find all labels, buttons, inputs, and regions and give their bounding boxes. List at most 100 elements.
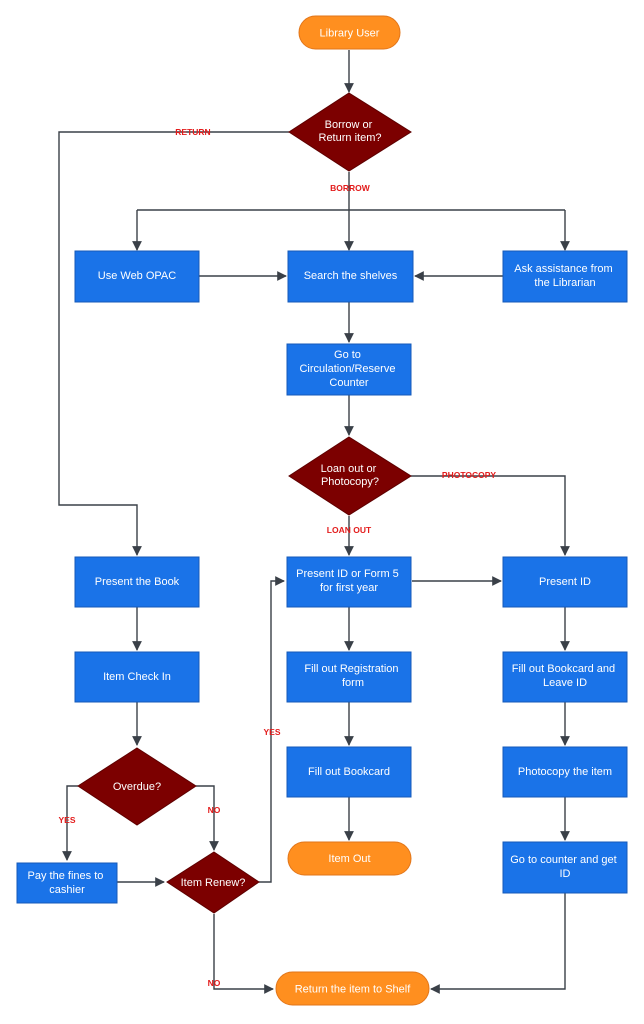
node-label: Ask assistance from the Librarian (514, 263, 615, 289)
process-ask-librarian: Ask assistance from the Librarian (502, 250, 628, 303)
edge-labels: RETURN BORROW PHOTOCOPY LOAN OUT YES NO … (58, 127, 496, 988)
node-label: Fill out Bookcard (308, 766, 390, 778)
process-shape (74, 556, 200, 608)
node-label-line: Present ID or Form 5 (296, 568, 399, 580)
process-fill-bookcard: Fill out Bookcard (286, 746, 412, 798)
process-present-id-form5: Present ID or Form 5 for first year (286, 556, 412, 608)
process-counter-get-id: Go to counter and get ID (502, 841, 628, 894)
node-label-line: Present ID (539, 576, 591, 588)
edge-label-return: RETURN (175, 127, 210, 137)
process-present-id: Present ID (502, 556, 628, 608)
node-label: Present ID (539, 576, 591, 588)
node-label: Fill out Registration form (304, 663, 401, 689)
process-shape (286, 343, 412, 396)
node-label-line: Loan out or (321, 463, 377, 475)
node-label: Loan out or Photocopy? (321, 463, 380, 488)
process-use-web-opac: Use Web OPAC (74, 250, 200, 303)
process-pay-fines: Pay the fines to cashier (16, 862, 118, 904)
node-label: Return the item to Shelf (295, 984, 412, 996)
process-bookcard-leave-id: Fill out Bookcard and Leave ID (502, 651, 628, 703)
node-label-line: Library User (320, 28, 380, 40)
node-label: Item Out (328, 853, 370, 865)
decision-shape (288, 436, 412, 516)
node-label-line: Go to (334, 349, 361, 361)
node-label: Pay the fines to cashier (28, 870, 107, 896)
decision-loan-or-photocopy: Loan out or Photocopy? (288, 436, 412, 516)
node-label-line: Go to counter and get (510, 854, 616, 866)
node-label-line: Fill out Bookcard (308, 766, 390, 778)
node-label-line: Item Out (328, 853, 370, 865)
edge-label-no-renew: NO (208, 978, 221, 988)
terminal-shape (298, 15, 401, 50)
node-label-line: Photocopy the item (518, 766, 612, 778)
node-label-line: Borrow or (325, 119, 373, 131)
edges (58, 50, 570, 994)
process-registration-form: Fill out Registration form (286, 651, 412, 703)
edge-label-yes-fines: YES (58, 815, 75, 825)
process-photocopy-item: Photocopy the item (502, 746, 628, 798)
node-label-line: Photocopy? (321, 476, 379, 488)
node-label-line: form (342, 677, 364, 689)
terminal-shape (275, 971, 430, 1006)
node-label: Present ID or Form 5 for first year (296, 568, 402, 594)
node-label: Item Renew? (181, 877, 246, 889)
edge-label-no-overdue: NO (208, 805, 221, 815)
node-label-line: Fill out Registration (304, 663, 398, 675)
node-label-line: Pay the fines to (28, 870, 104, 882)
edge-overdue-yes-to-fines (62, 785, 78, 861)
edge-label-yes-renew: YES (263, 727, 280, 737)
node-label-line: for first year (320, 582, 378, 594)
node-label-line: Leave ID (543, 677, 587, 689)
edge-renew-no-to-shelf (213, 914, 274, 994)
decision-item-renew: Item Renew? (166, 851, 260, 914)
edge-label-photocopy: PHOTOCOPY (442, 470, 496, 480)
edge-label-borrow: BORROW (330, 183, 371, 193)
edge-photocopy-to-present-id (411, 475, 570, 556)
node-label: Search the shelves (304, 270, 398, 282)
node-label-line: Overdue? (113, 781, 161, 793)
process-shape (16, 862, 118, 904)
node-label-line: Counter (329, 377, 368, 389)
process-shape (286, 651, 412, 703)
node-label: Borrow or Return item? (319, 119, 382, 144)
terminal-library-user: Library User (298, 15, 401, 50)
node-label-line: Search the shelves (304, 270, 398, 282)
process-shape (286, 746, 412, 798)
edge-overdue-no-to-renew (196, 785, 219, 851)
node-label: Fill out Bookcard and Leave ID (512, 663, 618, 689)
node-label-line: Item Renew? (181, 877, 246, 889)
process-shape (74, 250, 200, 303)
node-label-line: the Librarian (534, 277, 595, 289)
edge-label-loan-out: LOAN OUT (327, 525, 372, 535)
process-shape (502, 250, 628, 303)
node-label-line: cashier (49, 884, 85, 896)
process-shape (287, 250, 414, 303)
decision-shape (288, 92, 412, 172)
process-present-book: Present the Book (74, 556, 200, 608)
node-label-line: Return the item to Shelf (295, 984, 412, 996)
process-circulation-counter: Go to Circulation/Reserve Counter (286, 343, 412, 396)
edge-renew-yes-to-form (259, 576, 285, 883)
node-label-line: Use Web OPAC (98, 270, 177, 282)
node-label: Library User (320, 28, 380, 40)
edge-counter-to-shelf (430, 893, 566, 994)
process-search-shelves: Search the shelves (287, 250, 414, 303)
edge-return-to-present-book (58, 131, 289, 556)
node-label: Go to counter and get ID (510, 854, 619, 880)
node-label-line: Fill out Bookcard and (512, 663, 615, 675)
node-label: Present the Book (95, 576, 180, 588)
node-label-line: Item Check In (103, 671, 171, 683)
node-label-line: Ask assistance from (514, 263, 612, 275)
terminal-shape (287, 841, 412, 876)
decision-borrow-or-return: Borrow or Return item? (288, 92, 412, 172)
terminal-item-out: Item Out (287, 841, 412, 876)
nodes: Library User Borrow or Return item? Use … (16, 15, 628, 1006)
process-item-check-in: Item Check In (74, 651, 200, 703)
node-label: Photocopy the item (518, 766, 612, 778)
decision-shape (166, 851, 260, 914)
node-label: Go to Circulation/Reserve Counter (299, 349, 398, 389)
process-shape (286, 556, 412, 608)
process-shape (502, 556, 628, 608)
process-shape (502, 746, 628, 798)
